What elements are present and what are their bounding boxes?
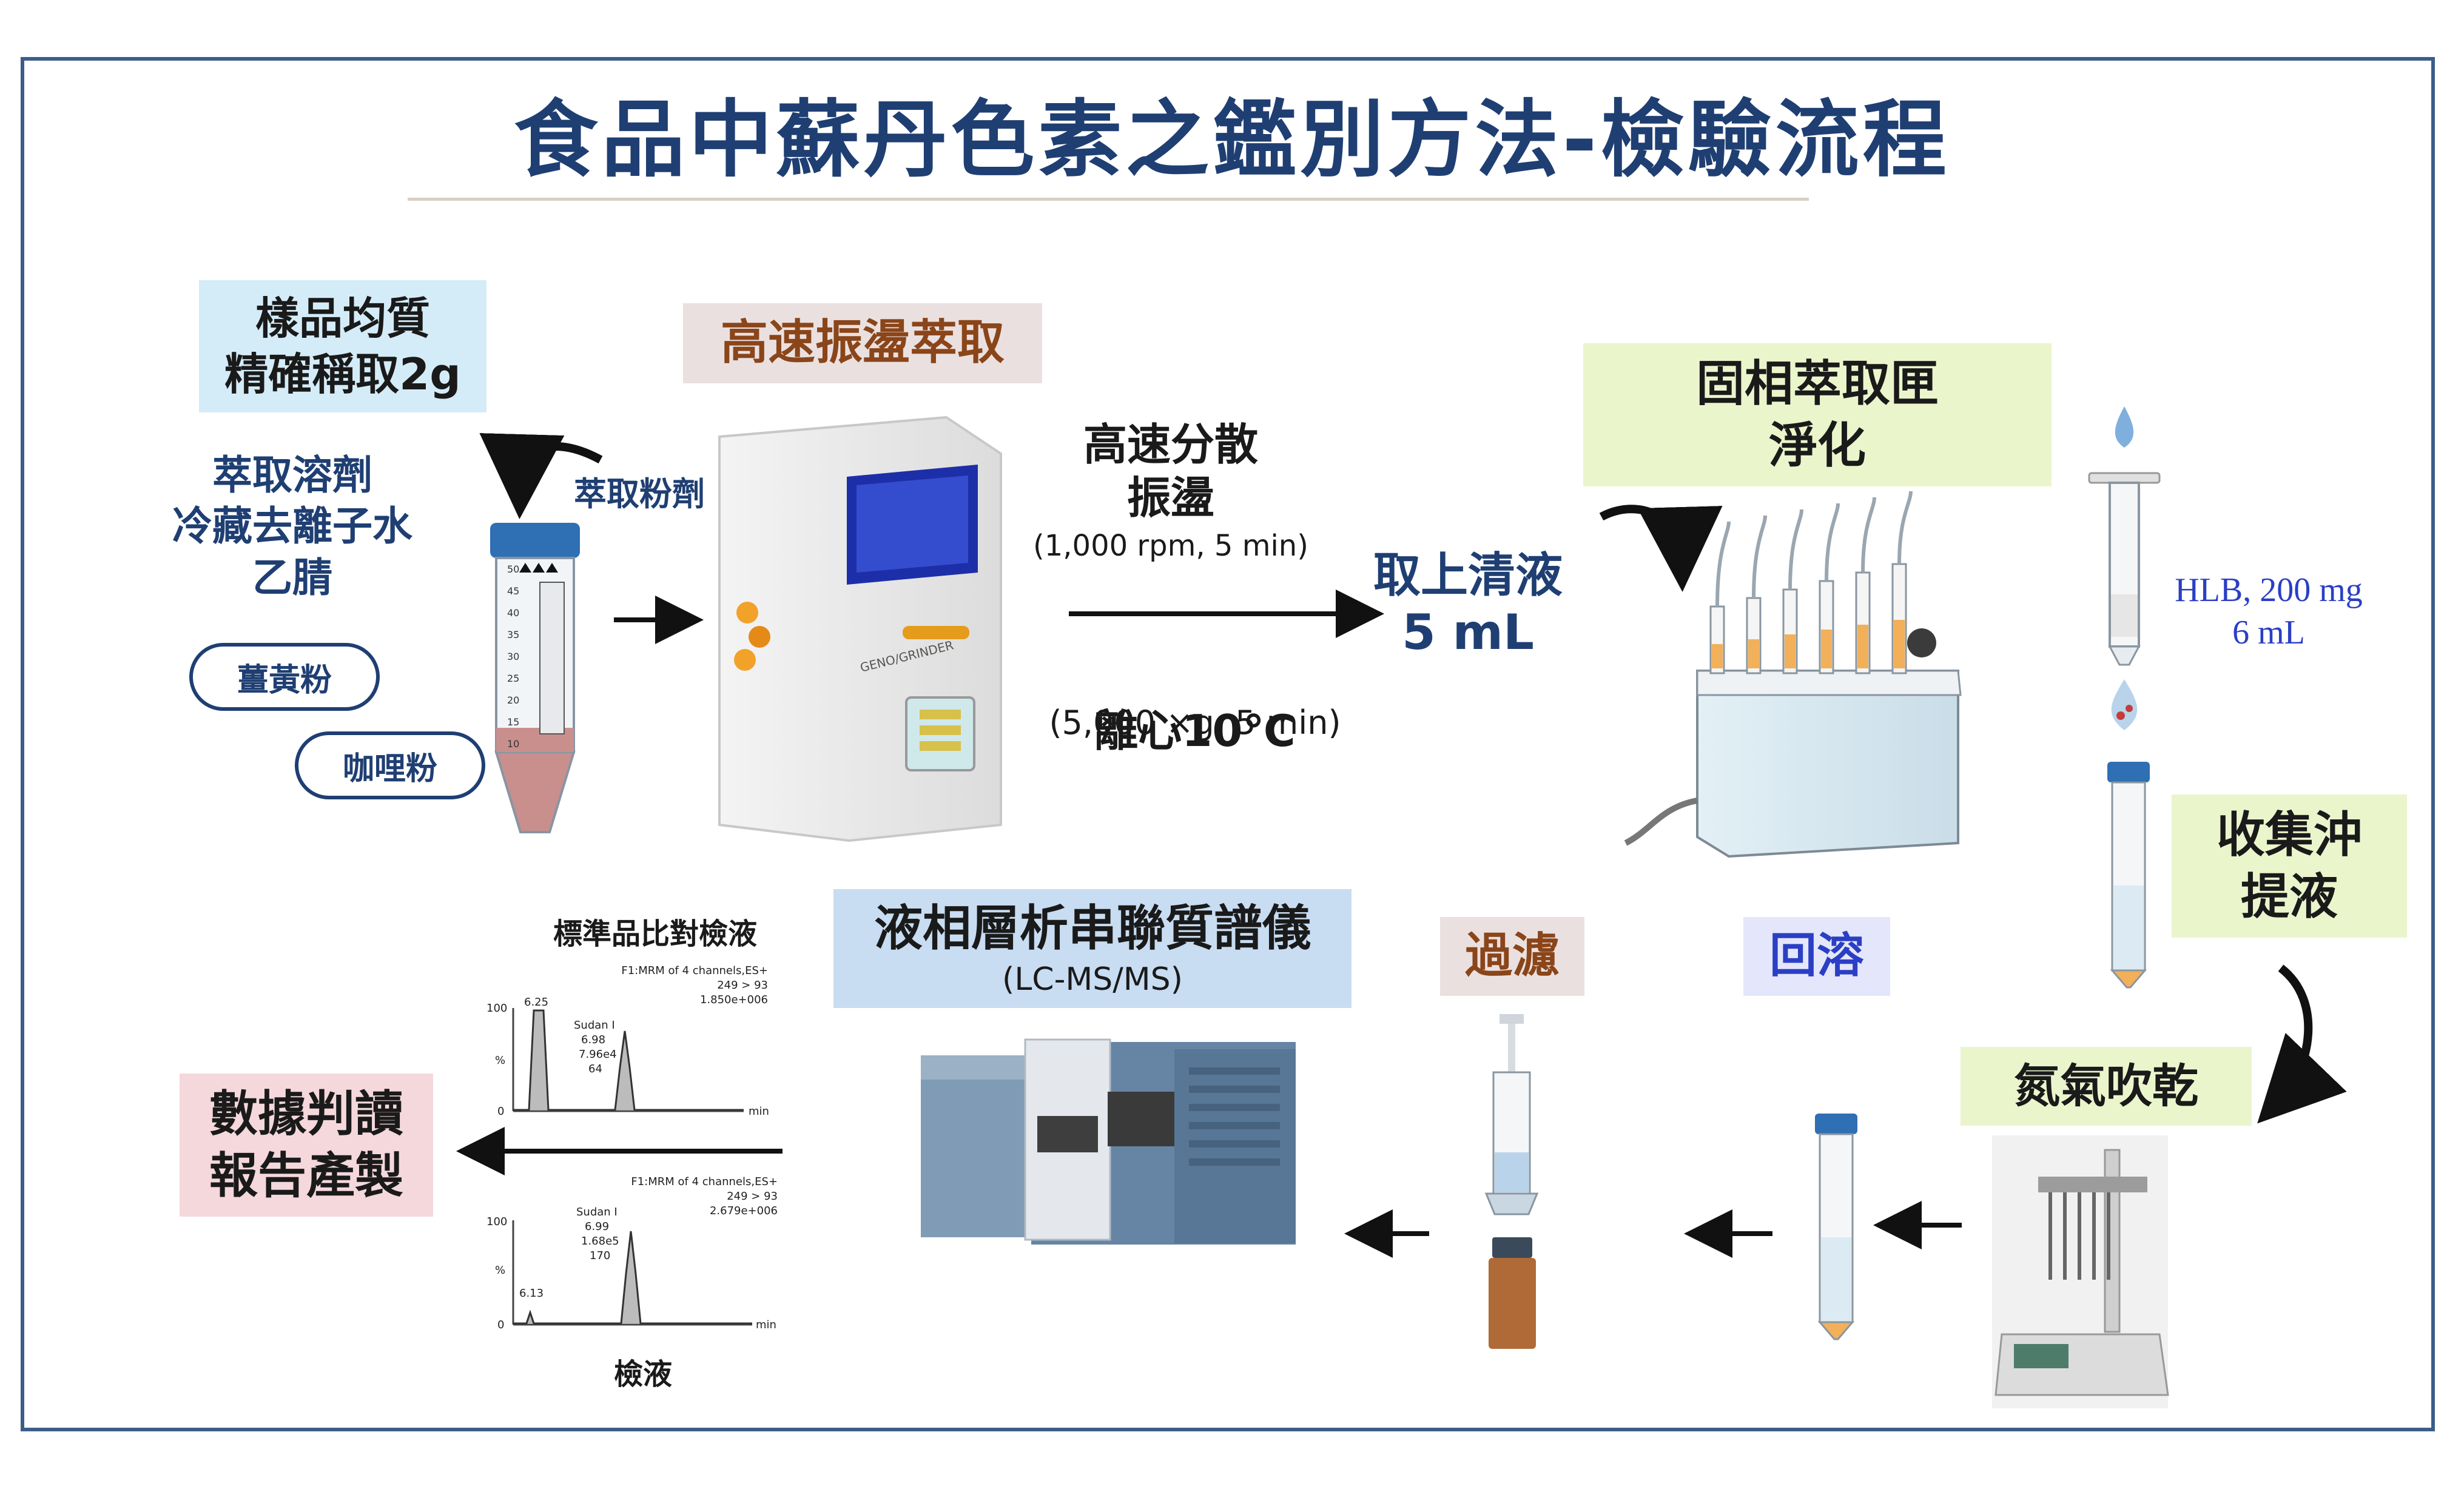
centrifuge-conditions: (5,000 ×g, 5 min) bbox=[1049, 704, 1341, 742]
page-title: 食品中蘇丹色素之鑑別方法-檢驗流程 bbox=[514, 91, 1950, 189]
supernatant-label: 取上清液 bbox=[1373, 548, 1563, 603]
peak1-rt-standard: 6.25 bbox=[524, 996, 548, 1009]
centrifuge-temperature: 10℃ bbox=[1182, 705, 1296, 756]
chromatogram-trace-standard: F1:MRM of 4 channels,ES+ bbox=[621, 964, 768, 977]
chromatogram-heading-standard: 標準品比對檢液 bbox=[553, 917, 757, 951]
tube-tick-30: 30 bbox=[507, 651, 519, 662]
curved-arrow-powder bbox=[479, 432, 603, 519]
chromatogram-line-sample bbox=[513, 1231, 752, 1325]
y-axis-unit-sample: % bbox=[495, 1264, 505, 1277]
tube-tick-35: 35 bbox=[507, 629, 519, 640]
chromatogram-sample: F1:MRM of 4 channels,ES+ 249 > 93 2.679e… bbox=[486, 1175, 778, 1331]
centrifuge-tube-sample: 50 45 40 35 30 25 20 15 10 bbox=[490, 523, 580, 833]
step-nitrogen: 氮氣吹乾 bbox=[1961, 1047, 2252, 1126]
lcms-instrument bbox=[921, 1038, 1296, 1245]
tube-tick-15: 15 bbox=[507, 716, 519, 728]
peak-rt-standard: 6.98 bbox=[581, 1033, 605, 1046]
solvent-list: 萃取溶劑 冷藏去離子水 乙腈 bbox=[172, 452, 412, 601]
step-homogenize: 樣品均質 精確稱取2g bbox=[199, 280, 486, 412]
tube-tick-45: 45 bbox=[507, 585, 519, 597]
tube-tick-50: 50 bbox=[507, 563, 519, 575]
chromatogram-trace-sample: F1:MRM of 4 channels,ES+ bbox=[631, 1175, 778, 1188]
cartridge-spec: HLB, 200 mg 6 mL bbox=[2175, 571, 2363, 651]
chromatogram-line-standard bbox=[513, 1009, 744, 1111]
filter-syringe bbox=[1484, 1014, 1539, 1215]
step-filter: 過濾 bbox=[1440, 917, 1584, 996]
tube-tick-25: 25 bbox=[507, 673, 519, 684]
chromatogram-transition-standard: 249 > 93 bbox=[717, 979, 768, 992]
y-axis-zero-sample: 0 bbox=[497, 1319, 504, 1331]
step-redissolve: 回溶 bbox=[1743, 917, 1890, 996]
centrifuge-label: 離心10℃ bbox=[1007, 644, 1383, 759]
spe-cartridge bbox=[2088, 406, 2161, 730]
peak-area-sample: 1.68e5 bbox=[581, 1235, 619, 1248]
chromatogram-standard: F1:MRM of 4 channels,ES+ 249 > 93 1.850e… bbox=[486, 964, 769, 1118]
step-collect: 收集沖 提液 bbox=[2172, 795, 2407, 938]
curry-pill: 咖哩粉 bbox=[295, 731, 485, 799]
step-shake: 高速振盪萃取 bbox=[683, 303, 1042, 383]
x-axis-unit-standard: min bbox=[749, 1105, 769, 1118]
lcms-subtitle: (LC-MS/MS) bbox=[1002, 961, 1183, 998]
peak-rt-sample: 6.99 bbox=[585, 1220, 609, 1233]
peak-area-standard: 7.96e4 bbox=[579, 1048, 617, 1061]
geno-grinder-machine: GENO/GRINDER bbox=[718, 415, 1002, 842]
sample-vial bbox=[1489, 1237, 1536, 1349]
disperse-label: 高速分散 振盪 bbox=[1083, 419, 1258, 523]
y-axis-unit-standard: % bbox=[495, 1054, 505, 1067]
nitrogen-evaporator bbox=[1992, 1135, 2169, 1408]
centrifuge-text: 離心 bbox=[1094, 705, 1182, 756]
turmeric-pill: 薑黃粉 bbox=[189, 643, 380, 711]
extract-powder-label: 萃取粉劑 bbox=[574, 475, 705, 513]
chromatogram-heading-sample: 檢液 bbox=[613, 1357, 672, 1391]
tube-tick-10: 10 bbox=[507, 738, 519, 750]
y-axis-top-standard: 100 bbox=[486, 1002, 507, 1015]
step-lcms: 液相層析串聯質譜儀 (LC-MS/MS) bbox=[833, 889, 1351, 1008]
peak-name-standard: Sudan I bbox=[574, 1019, 615, 1032]
x-axis-unit-sample: min bbox=[756, 1319, 776, 1331]
collection-tube bbox=[2107, 762, 2150, 989]
peak1-rt-sample: 6.13 bbox=[519, 1287, 544, 1300]
lcms-title: 液相層析串聯質譜儀 bbox=[874, 899, 1311, 956]
supernatant-volume: 5 mL bbox=[1402, 604, 1534, 660]
peak-height-standard: 64 bbox=[588, 1063, 602, 1075]
title-divider bbox=[408, 198, 1809, 201]
y-axis-top-sample: 100 bbox=[486, 1215, 507, 1228]
peak-height-sample: 170 bbox=[590, 1249, 610, 1262]
tube-tick-20: 20 bbox=[507, 694, 519, 706]
redissolve-tube bbox=[1815, 1114, 1857, 1340]
spe-vacuum-manifold bbox=[1624, 491, 1962, 858]
curved-arrow-nitrogen bbox=[2257, 964, 2347, 1124]
chromatogram-intensity-standard: 1.850e+006 bbox=[700, 993, 768, 1006]
chromatogram-transition-sample: 249 > 93 bbox=[727, 1190, 778, 1203]
curved-arrow-spe bbox=[1599, 505, 1723, 592]
step-spe: 固相萃取匣 淨化 bbox=[1583, 343, 2052, 486]
tube-tick-40: 40 bbox=[507, 607, 519, 619]
step-report: 數據判讀 報告產製 bbox=[180, 1074, 433, 1217]
peak-name-sample: Sudan I bbox=[576, 1206, 618, 1218]
y-axis-zero-standard: 0 bbox=[497, 1105, 504, 1118]
chromatogram-intensity-sample: 2.679e+006 bbox=[710, 1205, 778, 1217]
disperse-conditions: (1,000 rpm, 5 min) bbox=[1033, 529, 1308, 563]
outer-frame bbox=[21, 57, 2435, 1431]
